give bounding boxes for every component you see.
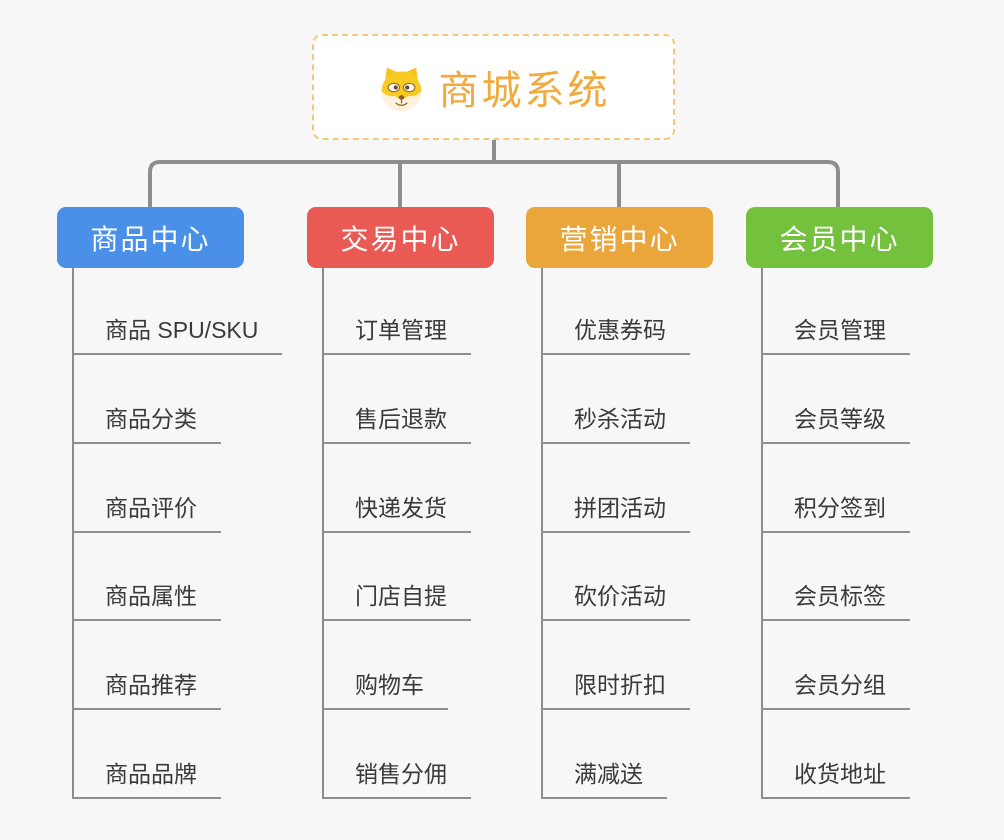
branch-column-member: 会员中心 会员管理 会员等级 积分签到 会员标签 会员分组 收货地址: [746, 207, 1004, 817]
branch-node-trade-center[interactable]: 交易中心: [307, 207, 494, 268]
branch-vertical-line: [72, 268, 74, 799]
root-node-label: 商城系统: [438, 69, 611, 113]
leaf-node[interactable]: 商品属性: [72, 581, 221, 621]
branch-column-trade: 交易中心 订单管理 售后退款 快递发货 门店自提 购物车 销售分佣: [307, 207, 567, 817]
leaf-node[interactable]: 售后退款: [322, 404, 471, 444]
leaf-node[interactable]: 会员等级: [761, 404, 910, 444]
dog-face-icon: [377, 63, 426, 112]
branch-node-product-center[interactable]: 商品中心: [57, 207, 244, 268]
leaf-node[interactable]: 商品 SPU/SKU: [72, 315, 283, 355]
leaf-node[interactable]: 秒杀活动: [541, 404, 690, 444]
leaf-node[interactable]: 积分签到: [761, 493, 910, 533]
leaf-node[interactable]: 拼团活动: [541, 493, 690, 533]
branch-column-product: 商品中心 商品 SPU/SKU 商品分类 商品评价 商品属性 商品推荐 商品品牌: [57, 207, 317, 817]
leaf-node[interactable]: 会员管理: [761, 315, 910, 355]
branch-vertical-line: [761, 268, 763, 799]
leaf-node[interactable]: 销售分佣: [322, 759, 471, 799]
branch-vertical-line: [541, 268, 543, 799]
leaf-node[interactable]: 门店自提: [322, 581, 471, 621]
leaf-node[interactable]: 砍价活动: [541, 581, 690, 621]
leaf-node[interactable]: 限时折扣: [541, 670, 690, 710]
leaf-node[interactable]: 会员标签: [761, 581, 910, 621]
leaf-node[interactable]: 商品评价: [72, 493, 221, 533]
root-node[interactable]: 商城系统: [312, 34, 675, 140]
leaf-node[interactable]: 优惠券码: [541, 315, 690, 355]
leaf-node[interactable]: 快递发货: [322, 493, 471, 533]
leaf-node[interactable]: 商品品牌: [72, 759, 221, 799]
branch-node-marketing-center[interactable]: 营销中心: [526, 207, 713, 268]
leaf-node[interactable]: 会员分组: [761, 670, 910, 710]
leaf-node[interactable]: 商品分类: [72, 404, 221, 444]
leaf-node[interactable]: 订单管理: [322, 315, 471, 355]
leaf-node[interactable]: 商品推荐: [72, 670, 221, 710]
branch-node-member-center[interactable]: 会员中心: [746, 207, 933, 268]
branch-vertical-line: [322, 268, 324, 799]
leaf-node[interactable]: 收货地址: [761, 759, 910, 799]
branch-column-marketing: 营销中心 优惠券码 秒杀活动 拼团活动 砍价活动 限时折扣 满减送: [526, 207, 786, 817]
leaf-node[interactable]: 购物车: [322, 670, 448, 710]
leaf-node[interactable]: 满减送: [541, 759, 667, 799]
